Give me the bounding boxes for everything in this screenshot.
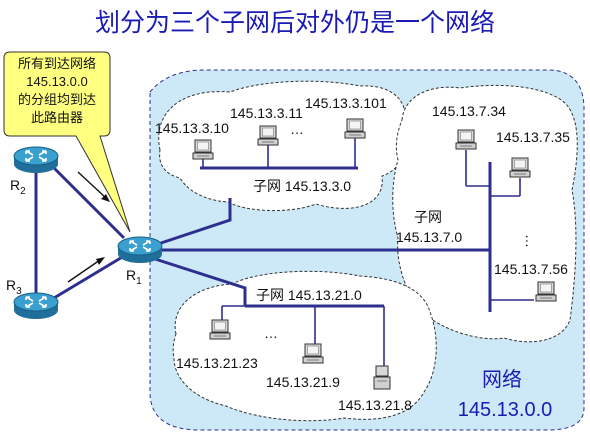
router-r2-icon — [13, 146, 59, 174]
link-r1-subnet3 — [151, 198, 232, 248]
pc-icon — [455, 129, 477, 150]
pc-icon — [373, 365, 391, 390]
subnet-21-label: 子网 145.13.21.0 — [256, 287, 362, 303]
callout-line-4: 此路由器 — [31, 110, 83, 125]
network-address: 145.13.0.0 — [458, 399, 553, 421]
subnet-3-region — [158, 80, 408, 211]
router-r1-icon — [117, 236, 163, 264]
callout-line-2: 145.13.0.0 — [26, 74, 87, 89]
network-label: 网络 — [482, 368, 522, 391]
host-label: 145.13.7.35 — [496, 129, 570, 145]
arrow-from-r3 — [67, 257, 105, 283]
subnet-7-region — [392, 84, 578, 343]
callout-box — [3, 51, 131, 233]
host-label: 145.13.3.101 — [305, 95, 387, 111]
host-label: 145.13.3.10 — [155, 120, 229, 136]
callout-line-3: 的分组均到达 — [18, 92, 96, 107]
pc-icon — [209, 319, 231, 340]
pc-icon — [192, 139, 214, 160]
router-r3-label: R3 — [6, 277, 22, 297]
router-r2-label: R2 — [10, 177, 26, 197]
link-r1-subnet21 — [151, 256, 247, 306]
host-label: 145.13.21.23 — [176, 355, 258, 371]
page-title: 划分为三个子网后对外仍是一个网络 — [95, 8, 495, 37]
pc-icon — [302, 343, 324, 364]
link-r2-r1 — [52, 166, 126, 240]
host-label: 145.13.7.56 — [494, 261, 568, 277]
subnet-3-label: 子网 145.13.3.0 — [253, 178, 351, 194]
pc-icon — [535, 281, 557, 302]
pc-icon — [344, 118, 366, 139]
ellipsis: … — [264, 325, 278, 341]
subnet-7-label-word: 子网 — [414, 209, 442, 225]
ellipsis: … — [523, 234, 539, 248]
pc-icon — [509, 157, 531, 178]
ellipsis: … — [290, 121, 304, 137]
arrow-from-r2 — [77, 171, 110, 202]
callout-line-1: 所有到达网络 — [18, 56, 96, 71]
router-r1-label: R1 — [126, 267, 142, 287]
host-label: 145.13.7.34 — [432, 103, 506, 119]
host-label: 145.13.21.8 — [338, 397, 412, 413]
subnet-7-label-address: 145.13.7.0 — [396, 229, 462, 245]
host-label: 145.13.21.9 — [266, 374, 340, 390]
pc-icon — [257, 125, 279, 146]
link-r3-r1 — [53, 254, 125, 300]
host-label: 145.13.3.11 — [230, 105, 303, 121]
